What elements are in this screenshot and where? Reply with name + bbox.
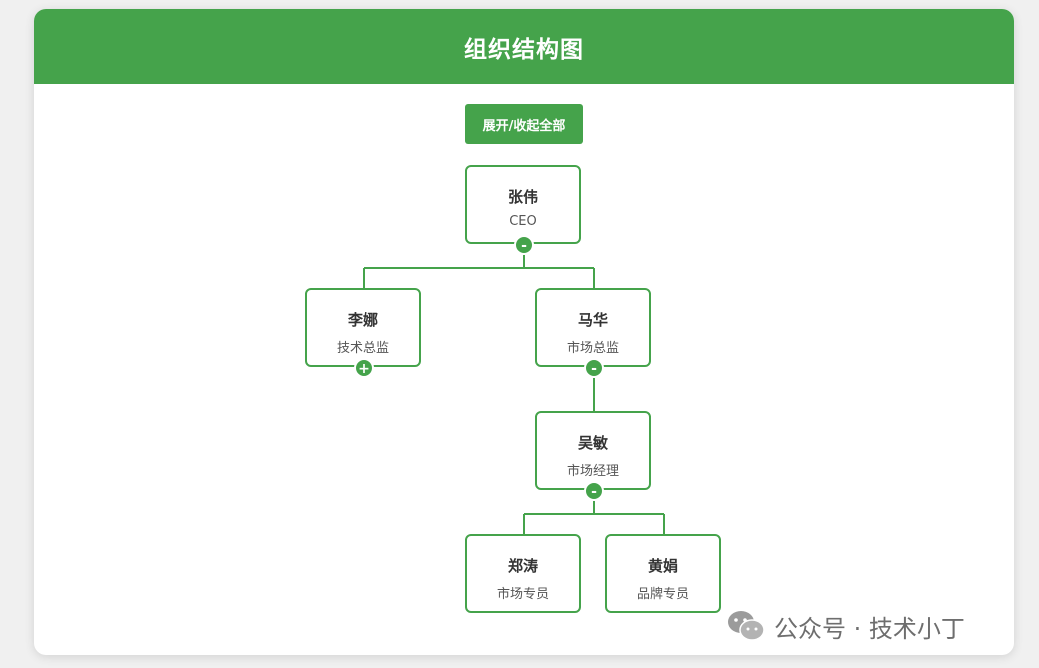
connector-lines (363, 255, 665, 534)
collapse-toggle-ceo[interactable]: - (514, 235, 534, 255)
node-title: CEO (509, 214, 537, 229)
node-name: 吴敏 (577, 434, 608, 452)
watermark: 公众号 · 技术小丁 (726, 608, 965, 644)
org-node-brand-staff[interactable]: 黄娟 品牌专员 (605, 534, 721, 613)
node-name: 黄娟 (647, 557, 678, 575)
header-bar: 组织结构图 (34, 9, 1014, 84)
collapse-toggle-market-director[interactable]: - (584, 358, 604, 378)
node-name: 马华 (577, 311, 608, 329)
org-chart-card: 组织结构图 展开/收起全部 张伟 CEO - 李娜 技术总监 + 马华 市场 (34, 9, 1014, 655)
org-node-ceo[interactable]: 张伟 CEO (465, 165, 581, 244)
page-title: 组织结构图 (464, 36, 584, 63)
node-title: 市场总监 (566, 341, 619, 356)
org-node-market-staff[interactable]: 郑涛 市场专员 (465, 534, 581, 613)
node-name: 郑涛 (507, 557, 538, 575)
org-node-market-director[interactable]: 马华 市场总监 (535, 288, 651, 367)
collapse-toggle-market-manager[interactable]: - (584, 481, 604, 501)
org-node-tech-director[interactable]: 李娜 技术总监 (305, 288, 421, 367)
node-title: 市场专员 (496, 587, 549, 602)
node-name: 李娜 (347, 311, 378, 329)
wechat-icon (728, 611, 765, 641)
org-node-market-manager[interactable]: 吴敏 市场经理 (535, 411, 651, 490)
node-title: 市场经理 (566, 464, 619, 479)
node-title: 技术总监 (336, 341, 389, 356)
node-title: 品牌专员 (636, 587, 689, 602)
expand-toggle-tech-director[interactable]: + (354, 358, 374, 378)
expand-collapse-all-button[interactable]: 展开/收起全部 (465, 104, 583, 144)
watermark-text: 公众号 · 技术小丁 (774, 614, 965, 643)
node-name: 张伟 (507, 188, 538, 206)
